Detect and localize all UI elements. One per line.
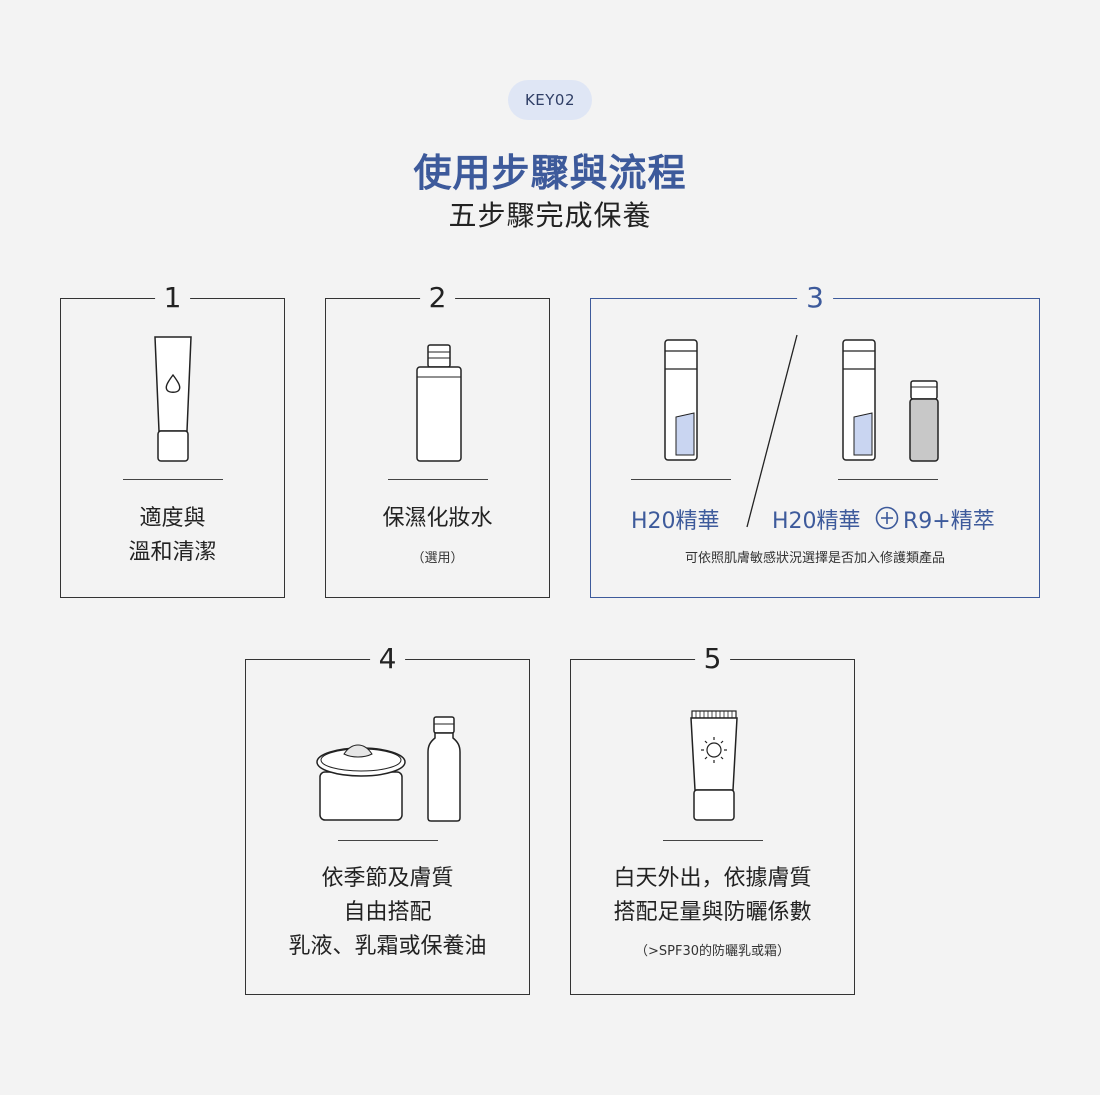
slash-separator bbox=[746, 334, 798, 528]
step-card-1: 1 適度與 溫和清潔 bbox=[60, 280, 285, 598]
step-divider bbox=[123, 479, 223, 480]
circled-plus-icon bbox=[875, 506, 899, 530]
option-b-label-part2: R9+精萃 bbox=[903, 509, 995, 534]
toner-bottle-icon bbox=[416, 344, 462, 462]
essence-bottle-icon bbox=[909, 380, 939, 462]
step-divider bbox=[338, 840, 438, 841]
step-note: 可依照肌膚敏感狀況選擇是否加入修護類產品 bbox=[684, 551, 945, 566]
serum-bottle-icon bbox=[842, 339, 876, 461]
cream-jar-icon bbox=[316, 744, 406, 821]
step-note: （選用） bbox=[411, 551, 464, 566]
option-a-label: H20精華 bbox=[631, 509, 720, 534]
step-divider bbox=[663, 840, 763, 841]
serum-bottle-icon bbox=[664, 339, 698, 461]
step-divider bbox=[388, 479, 488, 480]
step-number: 3 bbox=[797, 280, 833, 316]
step-label-line: 溫和清潔 bbox=[128, 540, 217, 565]
step-label-line: 自由搭配 bbox=[343, 900, 432, 925]
step-card-2: 2 保濕化妝水 （選用） bbox=[325, 280, 550, 598]
step-label-line: 乳液、乳霜或保養油 bbox=[288, 934, 487, 959]
step-card-5: 5 白天外出，依據膚質 搭配足量與防曬係數 （>SPF30的防曬乳或霜） bbox=[570, 641, 855, 995]
step-number: 2 bbox=[419, 280, 456, 316]
page-subtitle: 五步驟完成保養 bbox=[448, 199, 652, 232]
step-divider bbox=[631, 479, 731, 480]
page-title: 使用步驟與流程 bbox=[413, 151, 687, 195]
step-label-line: 適度與 bbox=[139, 506, 206, 531]
key-badge: KEY02 bbox=[508, 80, 592, 120]
sunscreen-tube-icon bbox=[690, 710, 738, 821]
step-label-line: 搭配足量與防曬係數 bbox=[613, 900, 812, 925]
step-label-line: 依季節及膚質 bbox=[321, 866, 454, 891]
step-number: 4 bbox=[369, 641, 406, 677]
step-card-3: 3 H20精華 H20精華 R9+精萃 可依照肌膚敏感狀況選擇是否加入修護類產品 bbox=[590, 280, 1040, 598]
step-card-4: 4 依季節及膚質 自由搭配 乳液、乳霜或保養油 bbox=[245, 641, 530, 995]
step-number: 5 bbox=[694, 641, 731, 677]
step-label-line: 保濕化妝水 bbox=[382, 506, 493, 531]
step-note: （>SPF30的防曬乳或霜） bbox=[634, 944, 790, 959]
step-divider bbox=[838, 479, 938, 480]
step-label-line: 白天外出，依據膚質 bbox=[613, 866, 812, 891]
step-number: 1 bbox=[154, 280, 191, 316]
option-b-label-part1: H20精華 bbox=[772, 509, 861, 534]
cleanser-tube-icon bbox=[154, 336, 192, 462]
oil-bottle-icon bbox=[427, 716, 461, 822]
